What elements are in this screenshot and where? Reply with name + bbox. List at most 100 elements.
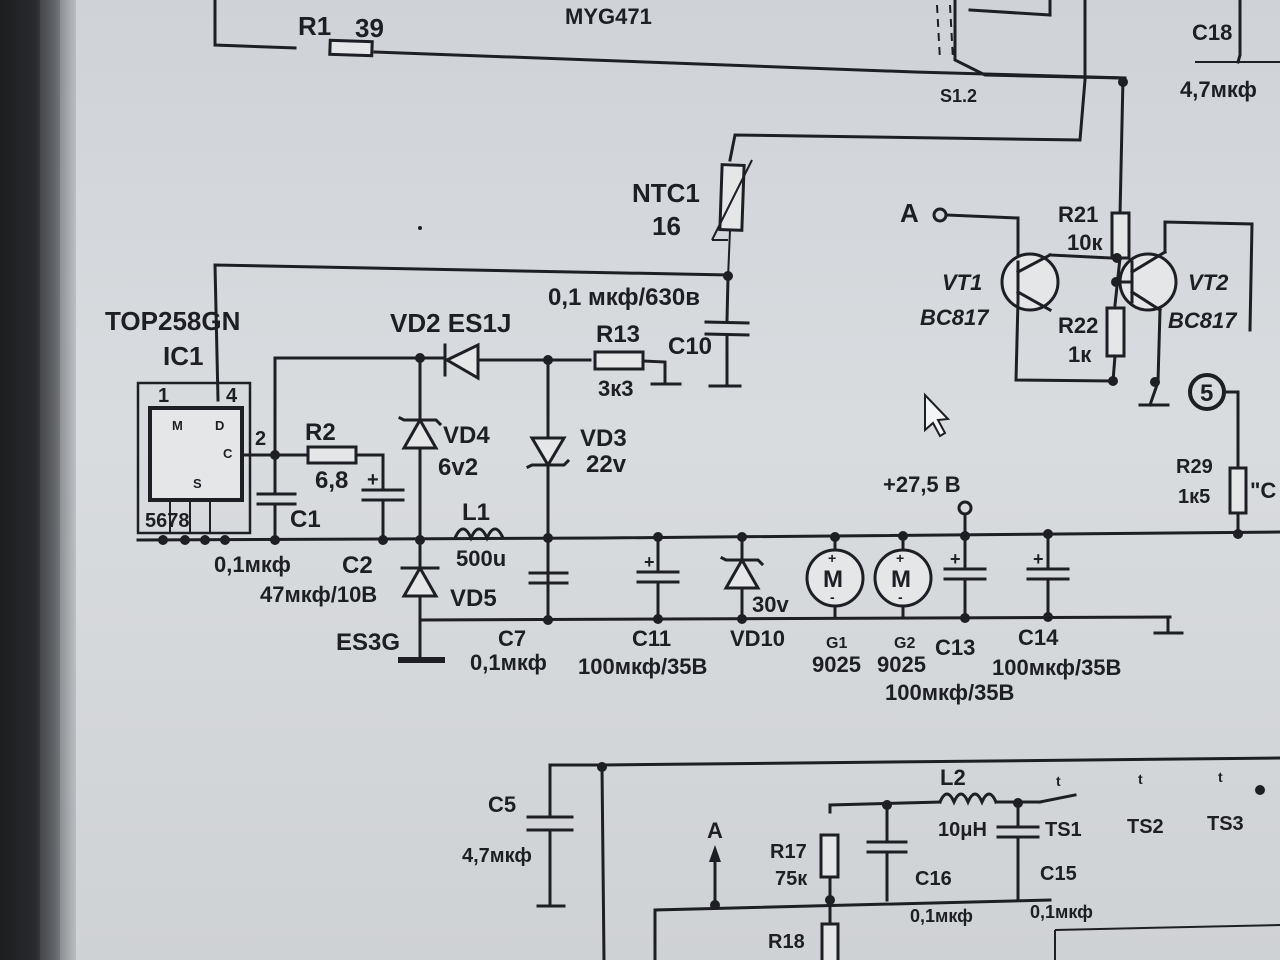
- node-a-terminal: [932, 207, 1020, 277]
- l1-value: 500u: [456, 546, 506, 571]
- capacitor-c7: [528, 571, 569, 585]
- r18-label: R18: [768, 931, 805, 953]
- svg-text:+: +: [950, 549, 961, 569]
- c16-value: 0,1мкф: [910, 906, 973, 926]
- svg-text:+: +: [1033, 549, 1044, 569]
- c1-value: 0,1мкф: [214, 552, 291, 577]
- c11-label: C11: [632, 626, 671, 651]
- diode-vd2: [443, 342, 592, 381]
- capacitor-c14: +: [1026, 532, 1070, 619]
- ntc1-value: 16: [652, 211, 681, 241]
- capacitor-c10: [704, 276, 750, 388]
- t-mark-1: t: [1056, 773, 1061, 789]
- capacitor-c11: +: [636, 535, 680, 621]
- motor-g1-symbol: M: [823, 566, 843, 593]
- zener-vd10: [719, 535, 765, 621]
- c15-value: 0,1мкф: [1030, 902, 1093, 922]
- inductor-l1: [453, 527, 505, 542]
- zener-vd3: [525, 358, 571, 622]
- motor-g2-symbol: M: [891, 566, 911, 593]
- diode-vd5: [398, 564, 445, 663]
- l1-label: L1: [462, 499, 490, 526]
- vd3-value: 22v: [586, 451, 627, 478]
- ts2-label: TS2: [1127, 816, 1164, 838]
- vd4-value: 6v2: [438, 454, 478, 481]
- vd10-label: VD10: [730, 626, 785, 651]
- c2-label: C2: [342, 552, 373, 579]
- vd5-label: VD5: [450, 585, 497, 612]
- c5-label: C5: [488, 792, 516, 817]
- r17-label: R17: [770, 841, 807, 863]
- supply-terminal: [957, 500, 973, 538]
- t-mark-3: t: [1218, 769, 1223, 785]
- capacitor-c1: [256, 453, 297, 542]
- s12-label: S1.2: [940, 86, 977, 106]
- c13-value: 100мкф/35В: [885, 680, 1014, 705]
- r22-label: R22: [1058, 313, 1098, 338]
- r21-value: 10к: [1067, 230, 1103, 255]
- lower-wires: [526, 756, 1280, 960]
- c10-spec: 0,1 мкф/630в: [548, 284, 700, 311]
- ntc1-label: NTC1: [632, 178, 700, 208]
- r17-value: 75к: [775, 868, 808, 890]
- supply-label: +27,5 В: [883, 472, 961, 497]
- resistor-r1: [328, 38, 374, 58]
- r1-value: 39: [355, 13, 384, 43]
- svg-text:+: +: [896, 550, 904, 566]
- ts3-label: TS3: [1207, 813, 1244, 835]
- r22-value: 1к: [1068, 342, 1092, 367]
- svg-text:-: -: [830, 589, 835, 605]
- vd2-label: VD2 ES1J: [390, 308, 511, 338]
- ic1-chip: [136, 381, 252, 535]
- t-mark-2: t: [1138, 771, 1143, 787]
- r29-value: 1к5: [1178, 486, 1210, 508]
- g2-label: G2: [894, 635, 915, 652]
- c2-value: 47мкф/10В: [260, 582, 377, 607]
- ic-s-label: S: [193, 476, 202, 491]
- c14-label: C14: [1018, 625, 1059, 650]
- vt1-label: VT1: [942, 270, 982, 295]
- c15-label: C15: [1040, 863, 1077, 885]
- svg-text:+: +: [367, 469, 379, 491]
- l2-value: 10μH: [938, 819, 987, 841]
- g1-value: 9025: [812, 652, 861, 677]
- svg-text:+: +: [828, 550, 836, 566]
- ic1-label: IC1: [163, 341, 203, 371]
- pin1-label: 1: [158, 385, 169, 407]
- r2-value: 6,8: [315, 467, 348, 494]
- transistor-vt2: [1114, 220, 1254, 407]
- r29-tail: "C: [1250, 478, 1276, 503]
- ic-part-label: TOP258GN: [105, 306, 240, 336]
- ic-d-label: D: [215, 418, 224, 433]
- mouse-cursor-icon: [924, 392, 951, 438]
- c1-label: C1: [290, 506, 321, 533]
- r13-label: R13: [596, 321, 640, 348]
- resistor-r2: [273, 445, 385, 490]
- c7-value: 0,1мкф: [470, 650, 547, 675]
- resistor-r22: [1105, 306, 1126, 383]
- r21-label: R21: [1058, 202, 1098, 227]
- c11-value: 100мкф/35В: [578, 654, 707, 679]
- myg471-label: MYG471: [565, 4, 652, 29]
- c5-value: 4,7мкф: [462, 845, 532, 867]
- c13-label: C13: [935, 635, 975, 660]
- a-lower-label: A: [707, 818, 723, 843]
- svg-text:-: -: [898, 589, 903, 605]
- ic-m-label: M: [172, 418, 183, 433]
- vt2-value: BC817: [1168, 308, 1238, 333]
- resistor-r29: [1228, 466, 1248, 536]
- r2-label: R2: [305, 419, 336, 446]
- r13-value: 3к3: [598, 376, 633, 401]
- g1-label: G1: [826, 635, 847, 652]
- capacitor-c13: +: [943, 534, 987, 620]
- capacitor-c2: +: [361, 469, 405, 542]
- monitor-edge: [40, 0, 76, 960]
- r1-label: R1: [298, 11, 331, 41]
- c10-label: C10: [668, 333, 712, 360]
- g2-value: 9025: [877, 652, 926, 677]
- c16-label: C16: [915, 868, 952, 890]
- thermistor-ntc1: [711, 159, 753, 279]
- vt1-value: BC817: [920, 305, 990, 330]
